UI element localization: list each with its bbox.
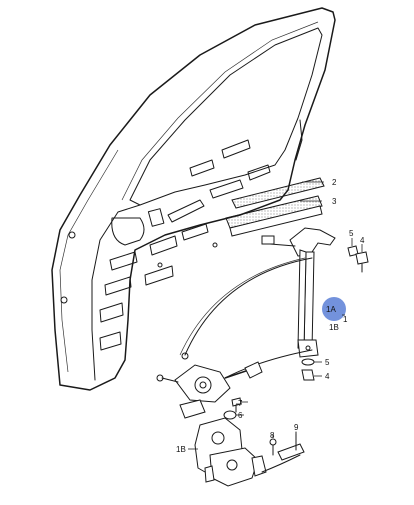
part-4-nut-lower <box>301 369 322 381</box>
callout-9: 9 <box>294 423 299 432</box>
part-6-grommet <box>223 410 244 420</box>
callout-2: 2 <box>332 178 337 187</box>
part-5-washer-lower <box>301 358 322 366</box>
door-frame <box>51 7 336 391</box>
callout-8: 8 <box>270 431 275 440</box>
callout-1a-highlight <box>322 297 346 321</box>
window-regulator <box>156 227 336 419</box>
part-8-screw <box>269 434 277 456</box>
callout-1a: 1A <box>326 305 336 314</box>
callout-4-lower: 4 <box>325 372 330 381</box>
part-1b-motor-assembly <box>188 417 267 487</box>
callout-7: 7 <box>238 399 243 408</box>
callout-5-lower: 5 <box>325 358 330 367</box>
part-5-washer-top <box>347 238 359 257</box>
callout-1b: 1B <box>329 323 339 332</box>
callout-6: 6 <box>238 411 243 420</box>
callout-labels: 2 3 5 4 1A 1 1B 7 6 5 4 9 8 1B <box>176 178 365 454</box>
part-3-window-channel-strip <box>225 195 323 237</box>
callout-3: 3 <box>332 197 337 206</box>
part-2-window-channel-strip <box>231 177 325 209</box>
callout-4-top: 4 <box>360 236 365 245</box>
part-9-wiring-connector <box>261 431 305 473</box>
callout-1b-motor: 1B <box>176 445 186 454</box>
callout-1: 1 <box>343 315 348 324</box>
part-4-bolt-top <box>355 244 369 273</box>
callout-5-top: 5 <box>349 229 354 238</box>
